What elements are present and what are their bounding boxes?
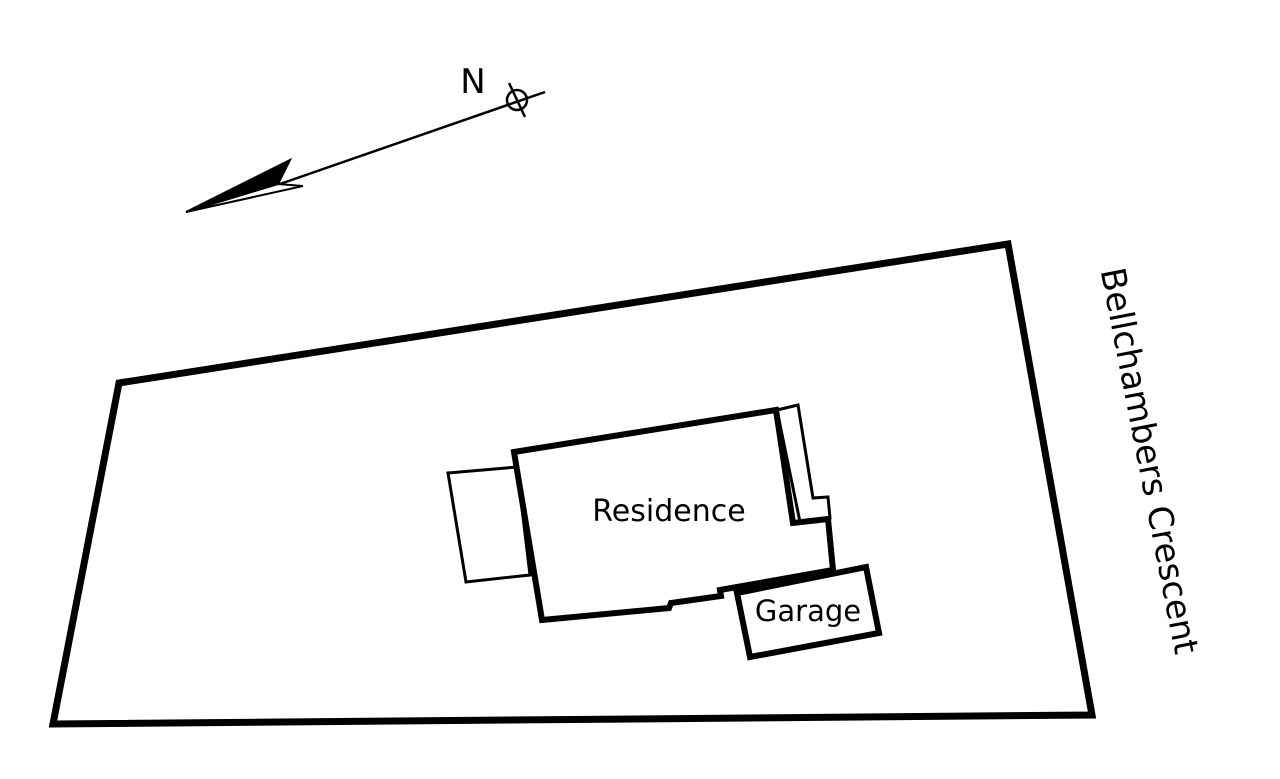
north-marker-tick bbox=[507, 82, 527, 118]
north-arrow-shaft bbox=[279, 90, 546, 186]
street-name-label: Bellchambers Crescent bbox=[1092, 264, 1206, 657]
north-arrow-head-open bbox=[185, 182, 304, 213]
garage-outline bbox=[733, 563, 883, 661]
north-marker-circle-icon bbox=[505, 88, 529, 112]
lot-boundary bbox=[48, 240, 1097, 728]
north-label: N bbox=[460, 62, 485, 102]
rear-deck-outline bbox=[446, 465, 532, 584]
garage-label: Garage bbox=[755, 594, 861, 628]
north-arrow: N bbox=[185, 62, 546, 213]
residence-label: Residence bbox=[592, 494, 745, 529]
residence-outline bbox=[510, 406, 837, 624]
